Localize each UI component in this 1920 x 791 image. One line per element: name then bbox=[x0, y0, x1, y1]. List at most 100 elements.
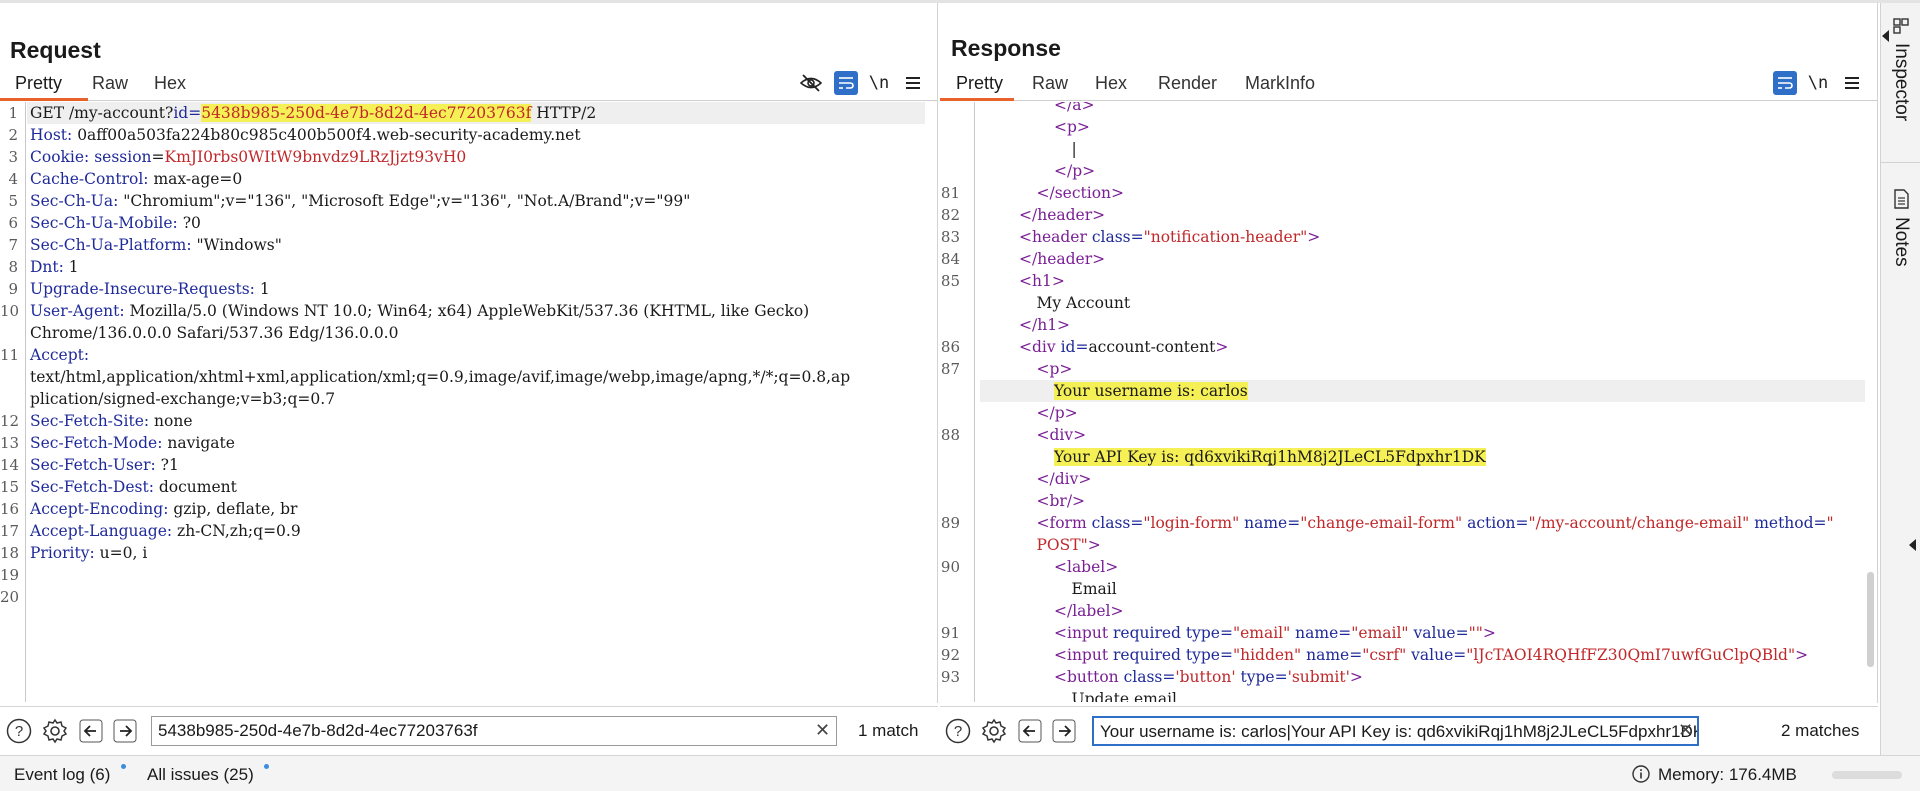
line-number: 81 bbox=[940, 184, 960, 202]
notification-dot bbox=[264, 764, 269, 769]
help-icon[interactable]: ? bbox=[944, 717, 972, 745]
request-title: Request bbox=[10, 37, 101, 63]
code-line: Sec-Fetch-User: ?1 bbox=[30, 456, 179, 474]
event-log-link[interactable]: Event log (6) bbox=[14, 765, 111, 784]
expand-arrow-icon[interactable] bbox=[1909, 539, 1916, 551]
code-line: Priority: u=0, i bbox=[30, 544, 148, 562]
line-number: 7 bbox=[8, 236, 18, 254]
notes-tab[interactable]: Notes bbox=[1881, 189, 1920, 267]
inspector-icon bbox=[1893, 18, 1909, 34]
line-number: 18 bbox=[0, 544, 20, 562]
newline-toggle[interactable]: \n bbox=[1807, 73, 1829, 93]
wrap-icon[interactable] bbox=[834, 71, 858, 95]
line-number: 15 bbox=[0, 478, 20, 496]
active-tab-indicator bbox=[940, 98, 1014, 101]
code-line: Sec-Ch-Ua-Mobile: ?0 bbox=[30, 214, 201, 232]
code-line: <div> bbox=[1036, 426, 1087, 444]
code-line: Accept-Encoding: gzip, deflate, br bbox=[30, 500, 298, 518]
notes-label: Notes bbox=[1891, 217, 1912, 267]
top-border bbox=[0, 0, 1920, 3]
scrollbar-thumb[interactable] bbox=[1867, 572, 1874, 667]
code-line: text/html,application/xhtml+xml,applicat… bbox=[30, 368, 851, 386]
eye-slash-icon[interactable] bbox=[799, 71, 823, 95]
request-editor[interactable]: 1 GET /my-account?id=5438b985-250d-4e7b-8… bbox=[0, 102, 937, 702]
line-number: 88 bbox=[940, 426, 960, 444]
tab-markinfo[interactable]: MarkInfo bbox=[1245, 73, 1316, 93]
code-line: Chrome/136.0.0.0 Safari/537.36 Edg/136.0… bbox=[30, 324, 399, 342]
notes-icon bbox=[1894, 189, 1909, 209]
code-line: Cache-Control: max-age=0 bbox=[30, 170, 243, 188]
code-line: </p> bbox=[1054, 162, 1096, 180]
tab-pretty[interactable]: Pretty bbox=[15, 73, 63, 93]
code-line: POST"> bbox=[1036, 536, 1101, 554]
previous-match-arrow-icon[interactable] bbox=[77, 717, 105, 745]
code-line: Accept: bbox=[30, 346, 90, 364]
code-line: Sec-Fetch-Mode: navigate bbox=[30, 434, 235, 452]
code-line: <header class="notification-header"> bbox=[1019, 228, 1321, 246]
menu-icon[interactable] bbox=[1840, 71, 1864, 95]
code-line: plication/signed-exchange;v=b3;q=0.7 bbox=[30, 390, 336, 408]
line-number: 8 bbox=[8, 258, 18, 276]
code-line: Sec-Ch-Ua-Platform: "Windows" bbox=[30, 236, 282, 254]
code-line: Your API Key is: qd6xvikiRqj1hM8j2JLeCL5… bbox=[1054, 448, 1486, 466]
code-line: </p> bbox=[1036, 404, 1078, 422]
svg-text:?: ? bbox=[15, 723, 23, 740]
menu-icon[interactable] bbox=[901, 71, 925, 95]
tab-render[interactable]: Render bbox=[1158, 73, 1218, 93]
code-line: Host: 0aff00a503fa224b80c985c400b500f4.w… bbox=[30, 126, 581, 144]
line-number: 84 bbox=[940, 250, 960, 268]
next-match-arrow-icon[interactable] bbox=[1050, 717, 1078, 745]
help-icon[interactable]: ? bbox=[5, 717, 33, 745]
newline-toggle[interactable]: \n bbox=[868, 73, 890, 93]
collapse-arrow-icon[interactable] bbox=[1882, 30, 1889, 42]
request-pane: Request Pretty Raw Hex \n 1 GET /my-accou… bbox=[0, 3, 938, 703]
response-title: Response bbox=[951, 35, 1061, 61]
line-number: 1 bbox=[8, 104, 18, 122]
line-number: 85 bbox=[940, 272, 960, 290]
code-line: </header> bbox=[1019, 250, 1106, 268]
line-number: 90 bbox=[940, 558, 960, 576]
code-line: Sec-Fetch-Site: none bbox=[30, 412, 193, 430]
code-line: <label> bbox=[1054, 558, 1119, 576]
wrap-icon[interactable] bbox=[1773, 71, 1797, 95]
line-number: 89 bbox=[940, 514, 960, 532]
tab-raw[interactable]: Raw bbox=[92, 73, 129, 93]
response-tabs: Pretty Raw Hex Render MarkInfo \n bbox=[940, 65, 1877, 101]
code-line: <p> bbox=[1036, 360, 1073, 378]
tab-hex[interactable]: Hex bbox=[1095, 73, 1128, 93]
code-line: <p> bbox=[1054, 118, 1090, 136]
line-number: 87 bbox=[940, 360, 960, 378]
inspector-label: Inspector bbox=[1891, 43, 1912, 122]
request-search-bar: ? 5438b985-250d-4e7b-8d2d-4ec77203763f ✕… bbox=[0, 706, 938, 754]
previous-match-arrow-icon[interactable] bbox=[1016, 717, 1044, 745]
line-number: 4 bbox=[8, 170, 18, 188]
clear-search-icon[interactable]: ✕ bbox=[1678, 720, 1694, 740]
line-number: 2 bbox=[8, 126, 18, 144]
line-number: 82 bbox=[940, 206, 960, 224]
code-line: GET /my-account?id=5438b985-250d-4e7b-8d… bbox=[30, 104, 597, 122]
code-line: <input required type="email" name="email… bbox=[1054, 624, 1496, 642]
code-line: <form class="login-form" name="change-em… bbox=[1036, 514, 1834, 532]
settings-gear-icon[interactable] bbox=[980, 717, 1008, 745]
line-number: 16 bbox=[0, 500, 20, 518]
line-number: 11 bbox=[0, 346, 20, 364]
line-number: 5 bbox=[8, 192, 18, 210]
match-count: 1 match bbox=[858, 721, 919, 740]
search-input[interactable]: 5438b985-250d-4e7b-8d2d-4ec77203763f bbox=[151, 716, 837, 746]
settings-gear-icon[interactable] bbox=[41, 717, 69, 745]
line-number: 83 bbox=[940, 228, 960, 246]
tab-pretty[interactable]: Pretty bbox=[956, 73, 1004, 93]
code-line: User-Agent: Mozilla/5.0 (Windows NT 10.0… bbox=[30, 302, 810, 320]
code-line: Dnt: 1 bbox=[30, 258, 79, 276]
next-match-arrow-icon[interactable] bbox=[111, 717, 139, 745]
all-issues-link[interactable]: All issues (25) bbox=[147, 765, 254, 784]
search-input[interactable]: Your username is: carlos|Your API Key is… bbox=[1092, 716, 1699, 746]
tab-hex[interactable]: Hex bbox=[154, 73, 187, 93]
response-editor[interactable]: </a><p>|</p>81</section>82</header>83<he… bbox=[940, 102, 1877, 702]
match-count: 2 matches bbox=[1781, 721, 1860, 740]
tab-raw[interactable]: Raw bbox=[1032, 73, 1069, 93]
code-line: Upgrade-Insecure-Requests: 1 bbox=[30, 280, 270, 298]
clear-search-icon[interactable]: ✕ bbox=[815, 720, 831, 740]
inspector-tab[interactable]: Inspector bbox=[1881, 17, 1920, 121]
code-line: <br/> bbox=[1036, 492, 1086, 510]
